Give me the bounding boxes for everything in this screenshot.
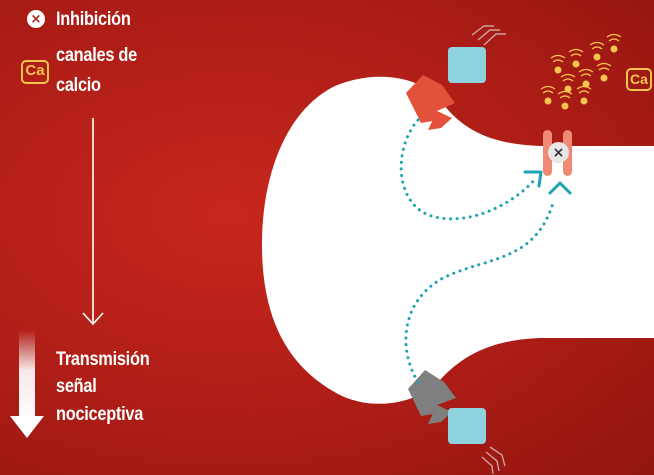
transmission-arrow-icon <box>10 330 44 438</box>
channel-blocker-x-icon: × <box>548 142 569 163</box>
calcium-ion <box>578 68 594 88</box>
calcium-ion <box>576 85 592 105</box>
calcium-ion <box>560 73 576 93</box>
channel-blocker-glyph: × <box>552 144 565 161</box>
calcium-ion <box>540 85 556 105</box>
arrow-down-icon <box>82 118 104 326</box>
x-icon: × <box>27 10 45 28</box>
legend-inhibition-line-1: Inhibición <box>56 9 131 30</box>
legend-inhibition-line-3: calcio <box>56 75 101 96</box>
legend-transmission-line-3: nociceptiva <box>56 404 144 425</box>
calcium-ions <box>540 33 622 110</box>
x-icon-glyph: × <box>30 11 42 27</box>
pathway-bottom <box>404 198 556 384</box>
calcium-badge: Ca <box>626 68 652 91</box>
receptor-icon-bottom <box>408 370 456 424</box>
calcium-ion <box>606 33 622 53</box>
legend-inhibition-line-2: canales de <box>56 45 137 66</box>
calcium-icon: Ca <box>21 60 49 84</box>
calcium-ion <box>550 54 566 74</box>
calcium-ion <box>596 62 612 82</box>
calcium-ion <box>557 90 573 110</box>
calcium-ion <box>589 41 605 61</box>
pathway-top <box>399 118 538 221</box>
pathway-top-arrowhead <box>523 170 543 188</box>
legend-transmission-line-1: Transmisión <box>56 349 150 370</box>
pathway-bottom-arrowhead <box>548 181 572 195</box>
ligand-icon-top <box>448 25 506 83</box>
calcium-ion <box>568 48 584 68</box>
receptor-icon-top <box>406 75 455 130</box>
ligand-icon-bottom <box>448 408 506 475</box>
legend-transmission-line-2: señal <box>56 376 97 397</box>
